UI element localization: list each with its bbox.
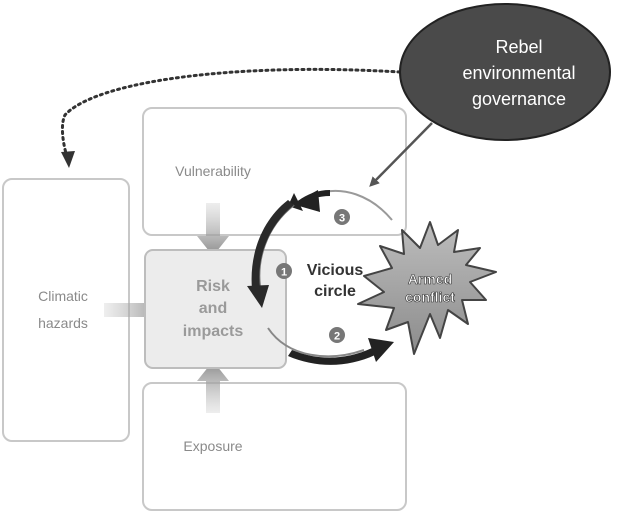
vicious-circle-line1: Vicious: [307, 262, 364, 279]
governance-circle-arrow: [369, 122, 433, 187]
arrow-step-2: [267, 327, 365, 358]
climatic-hazards-label-line1: Climatic: [38, 288, 88, 304]
risk-label-line1: Risk: [196, 278, 230, 295]
exposure-box: [142, 382, 407, 511]
step-1-marker: 1: [276, 263, 292, 279]
risk-label-line3: impacts: [183, 323, 244, 340]
exposure-arrow: [197, 361, 229, 413]
step-2-marker: 2: [329, 327, 345, 343]
step-2-label: 2: [334, 331, 340, 343]
vulnerability-arrow: [197, 203, 229, 256]
risk-label-line2: and: [199, 300, 227, 317]
climatic-hazards-label-line2: hazards: [38, 315, 88, 331]
step-3-marker: 3: [334, 209, 350, 225]
governance-line1: Rebel: [495, 37, 542, 57]
exposure-label: Exposure: [183, 438, 242, 454]
step-1-label: 1: [281, 267, 287, 279]
governance-line3: governance: [472, 89, 566, 109]
governance-hazards-dotted-arrow: [60, 67, 402, 162]
step-3-label: 3: [339, 213, 345, 225]
risk-impacts-box: [144, 249, 287, 369]
armed-conflict-line2: conflict: [405, 289, 455, 305]
rebel-governance-ellipse: [399, 3, 611, 141]
vulnerability-label: Vulnerability: [175, 163, 251, 179]
armed-conflict-burst: [357, 221, 497, 355]
governance-line2: environmental: [462, 63, 575, 83]
armed-conflict-line1: Armed: [408, 271, 452, 287]
vicious-circle-line2: circle: [314, 283, 356, 300]
